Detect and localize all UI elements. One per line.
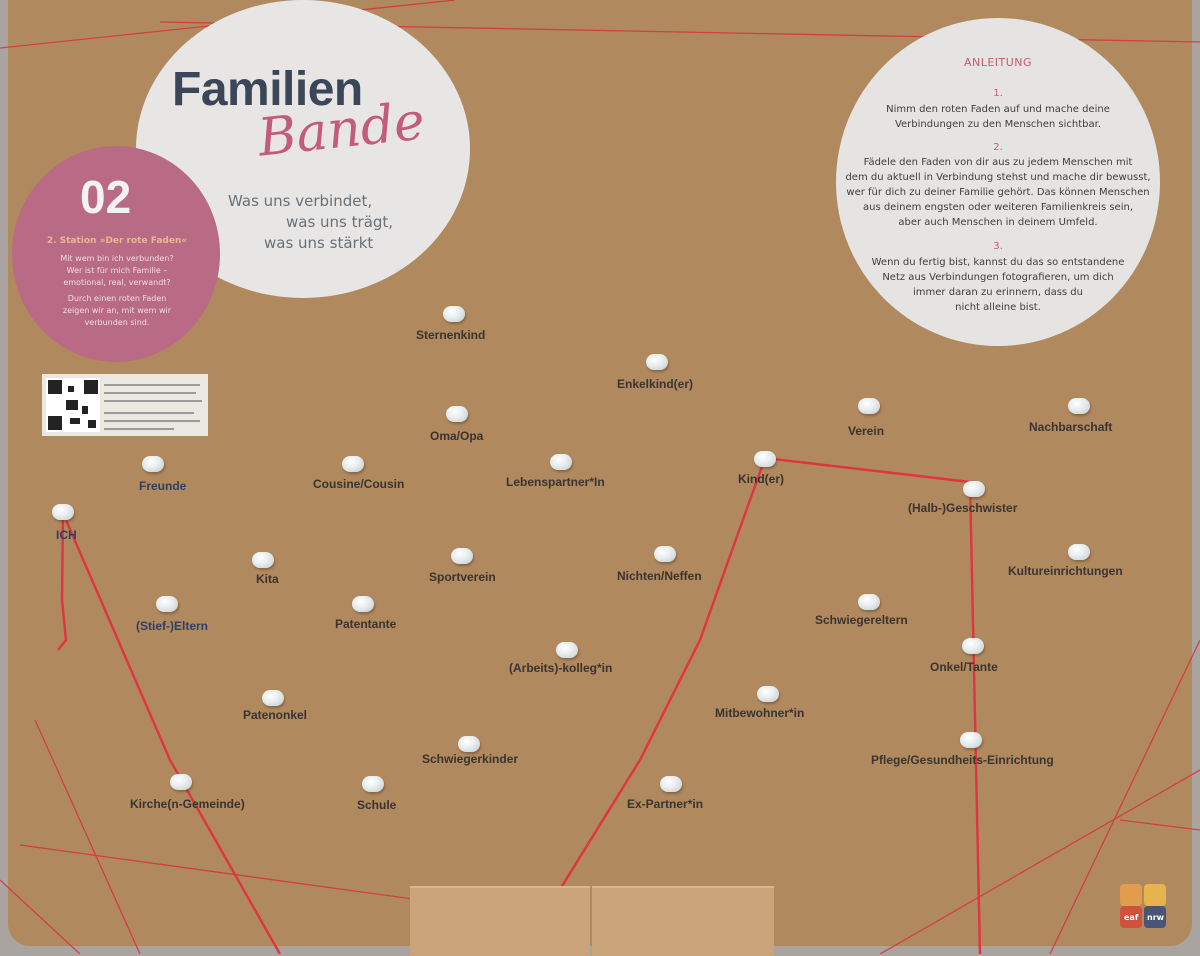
instruction-line: Nimm den roten Faden auf und mache deine xyxy=(886,104,1110,115)
station-line: Mit wem bin ich verbunden? xyxy=(60,254,174,263)
node-label: Schwiegereltern xyxy=(815,613,908,627)
station-line: emotional, real, verwandt? xyxy=(63,278,171,287)
pin[interactable] xyxy=(754,451,776,467)
node-label: Schule xyxy=(357,798,397,812)
instruction-step-number: 1. xyxy=(993,88,1003,99)
pin[interactable] xyxy=(458,736,480,752)
station-subtitle: 2. Station »Der rote Faden« xyxy=(46,236,188,246)
node-label: Sternenkind xyxy=(416,328,486,342)
pin[interactable] xyxy=(362,776,384,792)
node-label: Kultureinrichtungen xyxy=(1008,564,1123,578)
pin[interactable] xyxy=(451,548,473,564)
station-line: verbunden sind. xyxy=(84,318,150,327)
instruction-line: nicht alleine bist. xyxy=(955,302,1041,313)
pin[interactable] xyxy=(550,454,572,470)
qr-code-icon[interactable] xyxy=(46,378,100,432)
node-label: (Stief-)Eltern xyxy=(136,619,208,633)
tagline-line: was uns stärkt xyxy=(264,234,374,252)
node-label: (Arbeits)-kolleg*in xyxy=(509,661,613,675)
pin[interactable] xyxy=(757,686,779,702)
node-label: Schwiegerkinder xyxy=(422,752,519,766)
pin[interactable] xyxy=(156,596,178,612)
tagline-line: was uns trägt, xyxy=(286,213,394,231)
pin[interactable] xyxy=(142,456,164,472)
pin[interactable] xyxy=(646,354,668,370)
node-label: Lebenspartner*In xyxy=(506,475,605,489)
cardboard-box xyxy=(592,886,774,956)
instruction-line: Wenn du fertig bist, kannst du das so en… xyxy=(871,257,1125,268)
node-label: (Halb-)Geschwister xyxy=(908,501,1018,515)
instruction-line: immer daran zu erinnern, dass du xyxy=(913,287,1083,298)
instruction-step-number: 2. xyxy=(993,142,1003,153)
node-label: Nichten/Neffen xyxy=(617,569,702,583)
station-number: 02 xyxy=(80,171,132,223)
pin[interactable] xyxy=(52,504,74,520)
pin[interactable] xyxy=(252,552,274,568)
logo-square xyxy=(1144,906,1166,928)
pin[interactable] xyxy=(960,732,982,748)
node-label: Nachbarschaft xyxy=(1029,420,1113,434)
instruction-line: aus deinem engsten oder weiteren Familie… xyxy=(862,202,1134,213)
pin[interactable] xyxy=(443,306,465,322)
station-circle xyxy=(12,146,220,362)
pin[interactable] xyxy=(262,690,284,706)
node-label: Cousine/Cousin xyxy=(313,477,405,491)
instruction-step-number: 3. xyxy=(993,241,1003,252)
pin[interactable] xyxy=(446,406,468,422)
node-label: Patentante xyxy=(335,617,397,631)
node-label: Patenonkel xyxy=(243,708,308,722)
pin[interactable] xyxy=(654,546,676,562)
node-label-ich: ICH xyxy=(56,528,77,542)
node-label: Kirche(n-Gemeinde) xyxy=(130,797,245,811)
cardboard-box xyxy=(410,886,590,956)
instructions-heading: ANLEITUNG xyxy=(963,56,1033,69)
pin[interactable] xyxy=(962,638,984,654)
title-word: Familien xyxy=(172,63,363,116)
node-label: Ex-Partner*in xyxy=(627,797,704,811)
node-label: Kita xyxy=(256,572,279,586)
instructions-circle xyxy=(836,18,1160,346)
station-line: zeigen wir an, mit wem wir xyxy=(62,306,172,315)
logo-square xyxy=(1120,884,1142,906)
node-label: Kind(er) xyxy=(738,472,784,486)
tagline-line: Was uns verbindet, xyxy=(228,192,373,210)
logo-text: eaf xyxy=(1124,913,1139,922)
instruction-line: Verbindungen zu den Menschen sichtbar. xyxy=(894,119,1102,130)
pin[interactable] xyxy=(556,642,578,658)
node-label: Freunde xyxy=(139,479,187,493)
node-label: Sportverein xyxy=(429,570,496,584)
logo-text: nrw xyxy=(1147,913,1165,922)
pin[interactable] xyxy=(1068,398,1090,414)
node-label: Mitbewohner*in xyxy=(715,706,805,720)
node-label: Oma/Opa xyxy=(430,429,484,443)
instruction-line: wer für dich zu deiner Familie gehört. D… xyxy=(846,187,1150,198)
station-line: Wer ist für mich Familie – xyxy=(66,266,168,275)
pin[interactable] xyxy=(170,774,192,790)
node-label: Onkel/Tante xyxy=(930,660,998,674)
logo-square xyxy=(1120,906,1142,928)
instruction-line: dem du aktuell in Verbindung stehst und … xyxy=(845,172,1151,183)
instruction-line: Fädele den Faden von dir aus zu jedem Me… xyxy=(863,157,1133,168)
logo-square xyxy=(1144,884,1166,906)
pin[interactable] xyxy=(1068,544,1090,560)
pin[interactable] xyxy=(342,456,364,472)
node-label: Pflege/Gesundheits-Einrichtung xyxy=(871,753,1054,767)
pin[interactable] xyxy=(352,596,374,612)
pin[interactable] xyxy=(660,776,682,792)
station-line: Durch einen roten Faden xyxy=(67,294,167,303)
instruction-line: Netz aus Verbindungen fotografieren, um … xyxy=(882,272,1114,283)
pin[interactable] xyxy=(858,398,880,414)
node-label: Enkelkind(er) xyxy=(617,377,694,391)
instruction-line: aber auch Menschen in deinem Umfeld. xyxy=(898,217,1098,228)
node-label: Verein xyxy=(848,424,885,438)
pin[interactable] xyxy=(963,481,985,497)
pin[interactable] xyxy=(858,594,880,610)
